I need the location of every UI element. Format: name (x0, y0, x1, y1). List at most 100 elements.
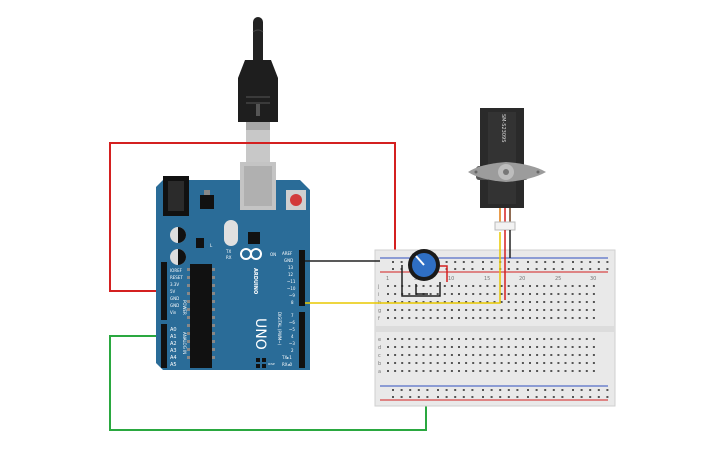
rail-hole[interactable] (462, 261, 465, 263)
rail-hole[interactable] (589, 389, 592, 391)
rail-hole[interactable] (426, 389, 429, 391)
rail-hole[interactable] (544, 268, 547, 270)
breadboard-hole[interactable] (429, 309, 432, 311)
breadboard-hole[interactable] (429, 301, 432, 303)
rail-hole[interactable] (400, 396, 403, 398)
rail-hole[interactable] (544, 389, 547, 391)
breadboard-hole[interactable] (571, 309, 574, 311)
breadboard-hole[interactable] (514, 301, 517, 303)
breadboard-hole[interactable] (500, 346, 503, 348)
rail-hole[interactable] (606, 396, 609, 398)
breadboard-hole[interactable] (458, 354, 460, 356)
breadboard-hole[interactable] (514, 354, 517, 356)
breadboard-hole[interactable] (564, 370, 567, 372)
rail-hole[interactable] (445, 396, 448, 398)
breadboard-hole[interactable] (387, 317, 389, 319)
rail-hole[interactable] (454, 268, 457, 270)
breadboard-hole[interactable] (465, 293, 468, 295)
rail-hole[interactable] (589, 261, 592, 263)
breadboard-hole[interactable] (450, 354, 453, 356)
breadboard-hole[interactable] (521, 370, 524, 372)
breadboard-hole[interactable] (550, 317, 553, 319)
breadboard-hole[interactable] (507, 293, 510, 295)
breadboard-hole[interactable] (578, 309, 581, 311)
rail-hole[interactable] (589, 396, 592, 398)
breadboard-hole[interactable] (571, 285, 574, 287)
breadboard-hole[interactable] (394, 309, 397, 311)
breadboard-hole[interactable] (387, 354, 389, 356)
breadboard-hole[interactable] (585, 309, 588, 311)
breadboard-hole[interactable] (486, 370, 489, 372)
breadboard-hole[interactable] (493, 362, 496, 364)
rail-hole[interactable] (490, 396, 493, 398)
breadboard-hole[interactable] (458, 317, 460, 319)
rail-hole[interactable] (462, 396, 465, 398)
rail-hole[interactable] (454, 396, 457, 398)
rail-hole[interactable] (597, 268, 600, 270)
breadboard-hole[interactable] (479, 346, 482, 348)
breadboard-hole[interactable] (465, 338, 468, 340)
breadboard-hole[interactable] (543, 346, 546, 348)
breadboard-hole[interactable] (394, 370, 397, 372)
breadboard-hole[interactable] (472, 362, 475, 364)
arduino-uno-board[interactable] (156, 162, 310, 370)
breadboard-hole[interactable] (543, 293, 546, 295)
breadboard-hole[interactable] (486, 293, 489, 295)
breadboard-hole[interactable] (422, 362, 425, 364)
rail-hole[interactable] (561, 389, 564, 391)
breadboard-hole[interactable] (429, 362, 432, 364)
breadboard-hole[interactable] (436, 285, 439, 287)
breadboard-hole[interactable] (458, 370, 460, 372)
breadboard-hole[interactable] (578, 317, 581, 319)
breadboard-hole[interactable] (479, 362, 482, 364)
breadboard-hole[interactable] (578, 338, 581, 340)
breadboard-hole[interactable] (436, 301, 439, 303)
rail-hole[interactable] (507, 389, 510, 391)
breadboard-hole[interactable] (429, 346, 432, 348)
breadboard-hole[interactable] (514, 338, 517, 340)
breadboard-hole[interactable] (564, 354, 567, 356)
breadboard-hole[interactable] (550, 301, 553, 303)
breadboard-hole[interactable] (564, 317, 567, 319)
breadboard-hole[interactable] (450, 301, 453, 303)
breadboard-hole[interactable] (479, 338, 482, 340)
rail-hole[interactable] (471, 389, 474, 391)
breadboard-hole[interactable] (578, 285, 581, 287)
breadboard-hole[interactable] (422, 301, 425, 303)
rail-hole[interactable] (589, 268, 592, 270)
breadboard[interactable] (374, 249, 616, 407)
breadboard-hole[interactable] (564, 346, 567, 348)
breadboard-hole[interactable] (415, 317, 418, 319)
breadboard-hole[interactable] (408, 301, 411, 303)
breadboard-hole[interactable] (486, 285, 489, 287)
breadboard-hole[interactable] (443, 317, 446, 319)
breadboard-hole[interactable] (465, 354, 468, 356)
rail-hole[interactable] (471, 261, 474, 263)
breadboard-hole[interactable] (472, 309, 475, 311)
breadboard-hole[interactable] (465, 285, 468, 287)
rail-hole[interactable] (535, 261, 538, 263)
breadboard-hole[interactable] (458, 301, 460, 303)
breadboard-hole[interactable] (401, 370, 404, 372)
rail-hole[interactable] (400, 261, 403, 263)
rail-hole[interactable] (454, 261, 457, 263)
breadboard-hole[interactable] (550, 309, 553, 311)
breadboard-hole[interactable] (557, 346, 560, 348)
breadboard-hole[interactable] (450, 317, 453, 319)
servo-motor[interactable]: SM-S2309S (468, 108, 546, 208)
breadboard-hole[interactable] (550, 362, 553, 364)
rail-hole[interactable] (454, 389, 457, 391)
breadboard-hole[interactable] (543, 362, 546, 364)
rail-hole[interactable] (606, 389, 609, 391)
breadboard-hole[interactable] (500, 301, 503, 303)
breadboard-hole[interactable] (443, 370, 446, 372)
breadboard-hole[interactable] (507, 362, 510, 364)
breadboard-hole[interactable] (507, 317, 510, 319)
rail-hole[interactable] (572, 261, 574, 263)
breadboard-hole[interactable] (408, 346, 411, 348)
breadboard-hole[interactable] (479, 293, 482, 295)
breadboard-hole[interactable] (514, 362, 517, 364)
breadboard-hole[interactable] (450, 293, 453, 295)
breadboard-hole[interactable] (557, 354, 560, 356)
breadboard-hole[interactable] (500, 354, 503, 356)
